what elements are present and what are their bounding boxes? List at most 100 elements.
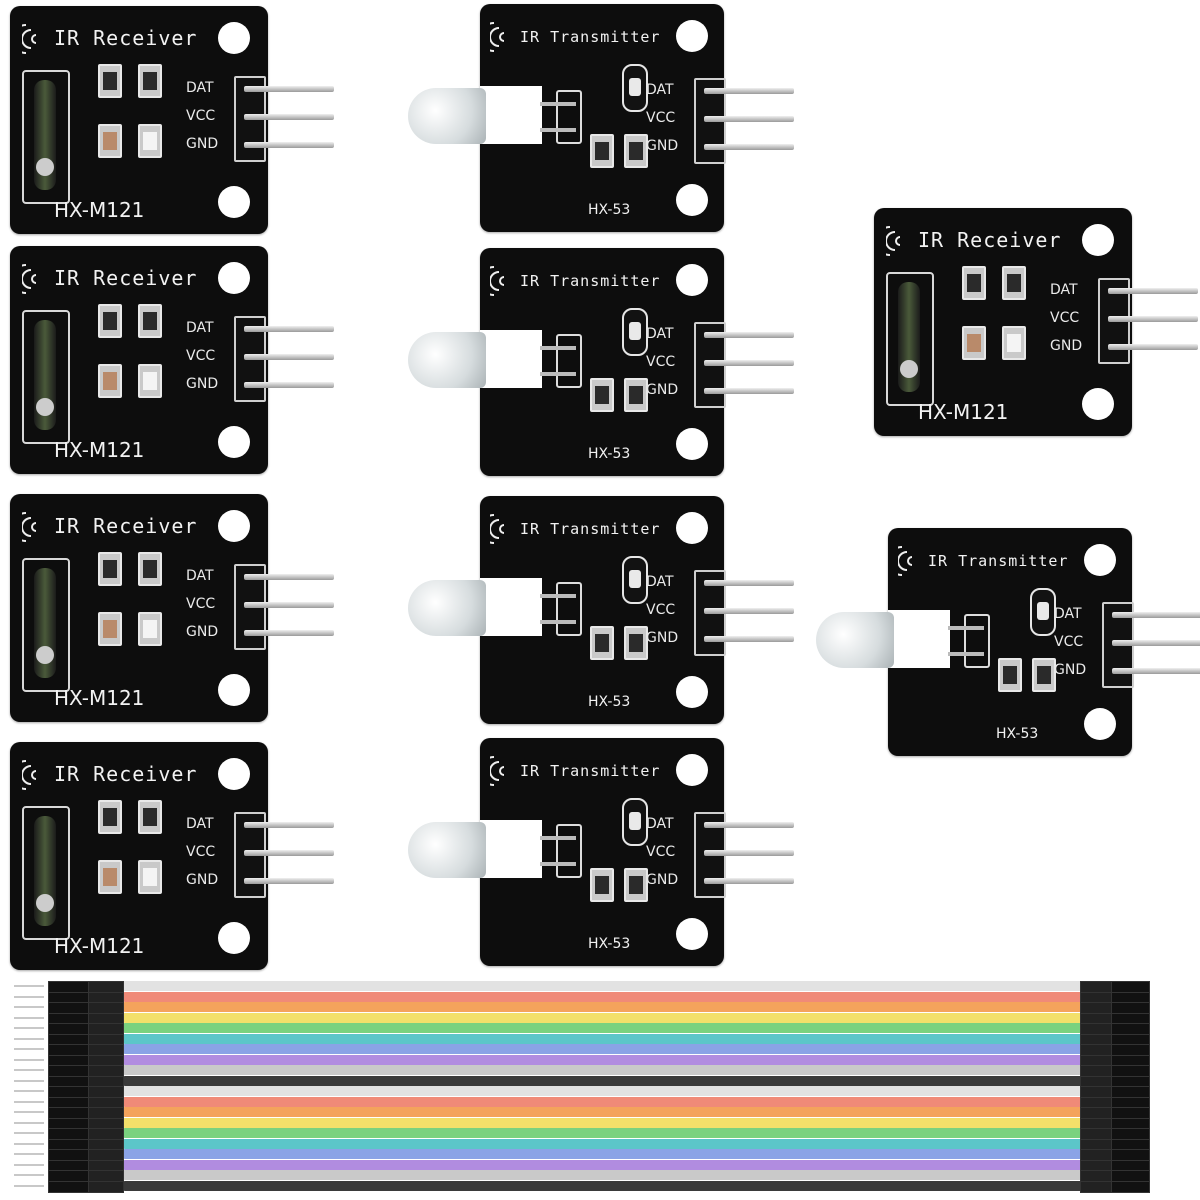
pin-label-vcc: VCC — [646, 602, 676, 618]
smd-component — [98, 552, 122, 586]
status-led — [622, 556, 648, 604]
smd-core — [1007, 274, 1021, 292]
module-title: IR Transmitter — [928, 552, 1069, 570]
male-pin — [14, 1006, 44, 1008]
ir-led — [408, 332, 486, 388]
header-pin — [704, 608, 794, 614]
pin-label-vcc: VCC — [1050, 310, 1080, 326]
smd-component — [138, 800, 162, 834]
smd-core — [143, 620, 157, 638]
header-pin — [1112, 668, 1200, 674]
led-pad — [964, 614, 990, 668]
jumper-wire — [120, 1086, 1120, 1096]
header-pin — [1108, 344, 1198, 350]
jumper-wire — [120, 1107, 1120, 1117]
header-pin — [244, 86, 334, 92]
smd-core — [103, 312, 117, 330]
pin-label-gnd: GND — [186, 376, 219, 392]
board-notch — [480, 330, 542, 388]
jumper-wire — [120, 981, 1120, 991]
sensor-lens — [900, 360, 918, 378]
header-pin — [704, 636, 794, 642]
led-leg — [948, 652, 984, 656]
male-pin — [14, 1037, 44, 1040]
smd-core — [103, 620, 117, 638]
sensor-lens — [36, 894, 54, 912]
model-label: HX-M121 — [54, 934, 145, 958]
header-pin — [244, 850, 334, 856]
status-led — [622, 798, 648, 846]
jumper-wire — [120, 1023, 1120, 1033]
board-notch — [888, 610, 950, 668]
male-pin — [14, 1058, 44, 1061]
connector-sleeve — [1080, 1180, 1112, 1193]
pin-label-vcc: VCC — [186, 348, 216, 364]
pin-label-vcc: VCC — [646, 844, 676, 860]
model-label: HX-M121 — [54, 438, 145, 462]
mounting-hole — [676, 512, 708, 544]
model-label: HX-53 — [996, 726, 1039, 742]
smd-component — [1002, 326, 1026, 360]
smd-core — [143, 312, 157, 330]
smd-component — [624, 868, 648, 902]
model-label: HX-M121 — [54, 198, 145, 222]
header-pin — [244, 630, 334, 636]
pin-label-vcc: VCC — [646, 354, 676, 370]
smd-core — [595, 634, 609, 652]
jumper-wire — [120, 1128, 1120, 1138]
ir-sensor — [22, 310, 70, 444]
header-pin — [244, 822, 334, 828]
jumper-wire — [120, 991, 1120, 1002]
ir-sensor — [22, 558, 70, 692]
led-leg — [540, 620, 576, 624]
header-pin — [704, 580, 794, 586]
jumper-wire — [120, 1159, 1120, 1170]
pin-label-dat: DAT — [186, 320, 214, 336]
mounting-hole — [218, 22, 250, 54]
jumper-wire — [120, 1117, 1120, 1128]
status-led-dot — [629, 78, 641, 96]
smd-component — [98, 612, 122, 646]
signal-waves-icon — [22, 24, 37, 54]
pin-label-dat: DAT — [1054, 606, 1082, 622]
header-pin — [704, 332, 794, 338]
smd-core — [629, 386, 643, 404]
pin-label-gnd: GND — [186, 872, 219, 888]
header-pin — [244, 142, 334, 148]
smd-component — [98, 304, 122, 338]
status-led-dot — [629, 812, 641, 830]
ir-led — [408, 88, 486, 144]
ir-sensor — [886, 272, 934, 406]
smd-core — [967, 334, 981, 352]
status-led — [622, 308, 648, 356]
led-pad — [556, 90, 582, 144]
mounting-hole — [676, 20, 708, 52]
male-pin — [14, 1016, 44, 1019]
header-pin — [704, 388, 794, 394]
led-leg — [540, 128, 576, 132]
header-pin — [704, 878, 794, 884]
pin-label-gnd: GND — [1054, 662, 1087, 678]
smd-core — [1007, 334, 1021, 352]
sensor-lens — [36, 158, 54, 176]
male-pin — [14, 1153, 44, 1155]
mounting-hole — [676, 428, 708, 460]
smd-component — [138, 552, 162, 586]
led-pad — [556, 824, 582, 878]
mounting-hole — [218, 674, 250, 706]
header-pin — [244, 602, 334, 608]
smd-core — [629, 876, 643, 894]
smd-core — [103, 132, 117, 150]
smd-component — [624, 134, 648, 168]
smd-component — [962, 326, 986, 360]
smd-core — [595, 142, 609, 160]
male-pin — [14, 1132, 44, 1134]
header-pin — [704, 88, 794, 94]
smd-core — [143, 372, 157, 390]
smd-core — [143, 560, 157, 578]
module-title: IR Transmitter — [520, 762, 661, 780]
mounting-hole — [218, 186, 250, 218]
led-leg — [540, 346, 576, 350]
